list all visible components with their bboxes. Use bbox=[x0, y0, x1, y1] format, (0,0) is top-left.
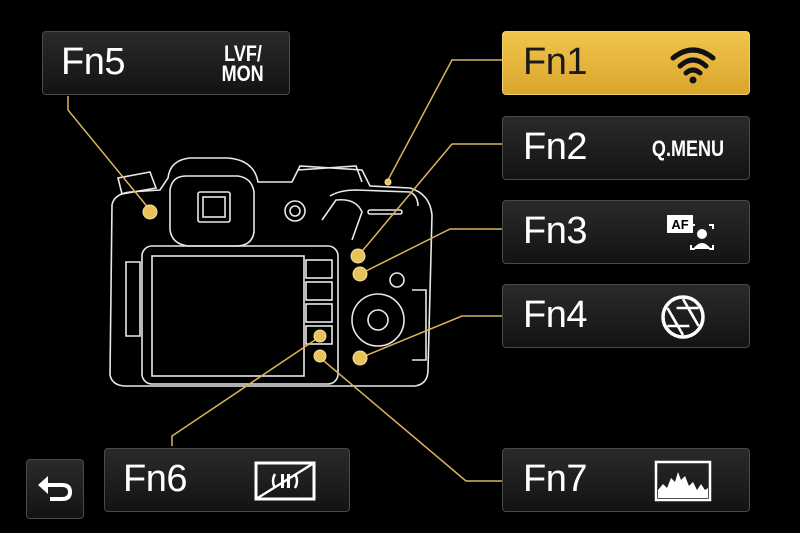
fn2-label: Fn2 bbox=[523, 126, 587, 168]
af-face-detect-icon: AF bbox=[653, 209, 733, 257]
control-wheel-outline bbox=[351, 293, 405, 347]
wifi-icon bbox=[653, 40, 733, 88]
camera-body-outline bbox=[109, 157, 433, 387]
fn7-button[interactable]: Fn7 bbox=[502, 448, 750, 512]
fn7-label: Fn7 bbox=[523, 458, 587, 500]
touch-tab-icon bbox=[245, 457, 325, 505]
eyecup-outline bbox=[169, 175, 255, 247]
histogram-icon bbox=[643, 457, 723, 505]
back-button[interactable] bbox=[26, 459, 84, 519]
fn2-button[interactable]: Fn2 Q.MENU bbox=[502, 116, 750, 180]
fn5-button[interactable]: Fn5 LVF/ MON bbox=[42, 31, 290, 95]
fn2-value-text: Q.MENU bbox=[651, 136, 725, 161]
fn1-button[interactable]: Fn1 bbox=[502, 31, 750, 95]
fn5-value-line1: LVF/ bbox=[224, 41, 262, 66]
leader-lines bbox=[67, 59, 502, 482]
highlighted-buttons bbox=[142, 178, 392, 366]
fn5-value: LVF/ MON bbox=[203, 40, 283, 88]
fn2-value: Q.MENU bbox=[633, 125, 743, 173]
fn5-value-line2: MON bbox=[221, 61, 265, 86]
fn3-label: Fn3 bbox=[523, 210, 587, 252]
fn3-button[interactable]: Fn3 AF bbox=[502, 200, 750, 264]
fn4-label: Fn4 bbox=[523, 294, 587, 336]
fn5-label: Fn5 bbox=[61, 41, 125, 83]
svg-text:AF: AF bbox=[671, 217, 688, 232]
fn6-button[interactable]: Fn6 bbox=[104, 448, 350, 512]
aperture-icon bbox=[643, 293, 723, 341]
fn1-label: Fn1 bbox=[523, 41, 587, 83]
fn6-label: Fn6 bbox=[123, 458, 187, 500]
lcd-outline bbox=[141, 245, 339, 385]
return-arrow-icon bbox=[38, 476, 73, 501]
fn4-button[interactable]: Fn4 bbox=[502, 284, 750, 348]
